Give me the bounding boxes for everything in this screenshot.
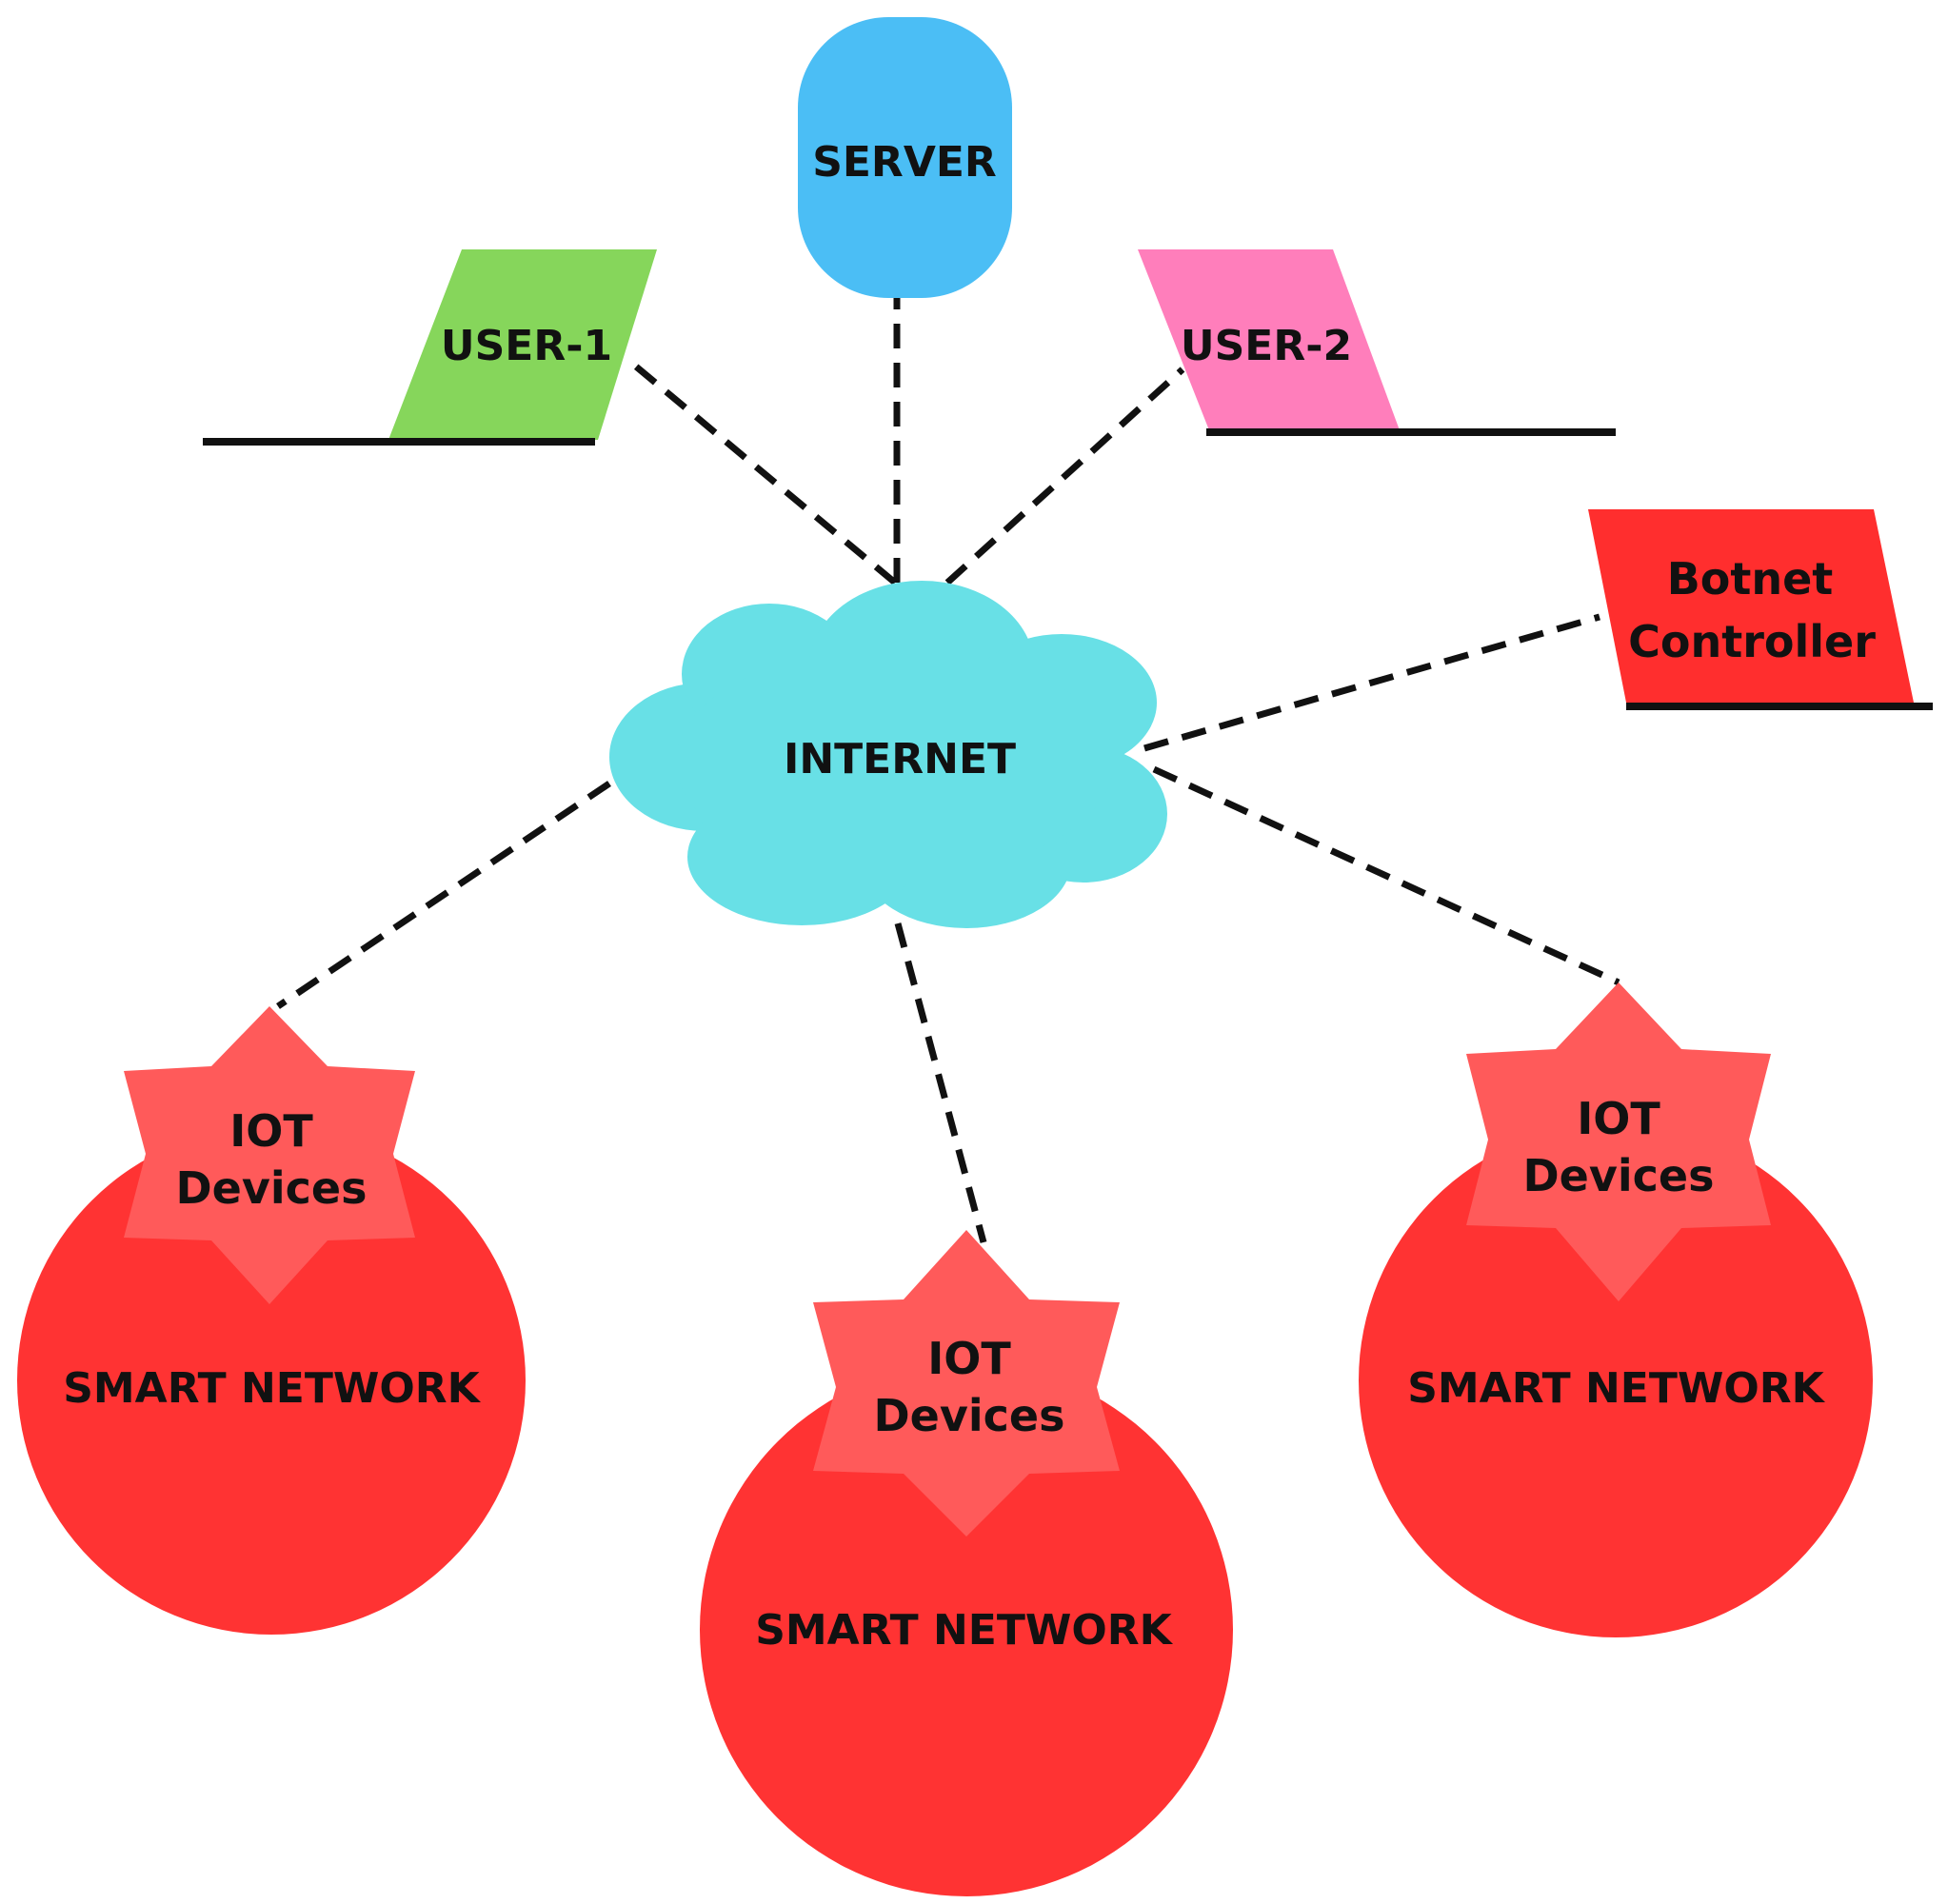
botnet-shape — [1588, 509, 1914, 703]
server-shape — [798, 17, 1012, 298]
link-internet-network-right — [1152, 765, 1620, 986]
network-circle — [17, 1126, 526, 1635]
user1-label: USER-1 — [441, 322, 612, 370]
user2-label: USER-2 — [1181, 322, 1352, 370]
link-internet-network-middle — [894, 922, 987, 1243]
iot-star-shape — [124, 1006, 415, 1304]
iot-label-line2: Devices — [1523, 1150, 1715, 1201]
iot-label-line1: IOT — [927, 1333, 1011, 1384]
links — [276, 297, 1620, 1243]
iot-star-shape — [813, 1230, 1120, 1537]
network-circle — [1359, 1123, 1873, 1637]
network-circle — [700, 1363, 1233, 1896]
iot-label-line1: IOT — [229, 1105, 313, 1157]
smart-network-label: SMART NETWORK — [63, 1364, 481, 1413]
smart-network-label: SMART NETWORK — [1407, 1364, 1825, 1413]
smart-network-label: SMART NETWORK — [755, 1606, 1173, 1655]
cloud-shape — [609, 581, 1167, 928]
link-internet-user2 — [944, 367, 1185, 585]
server-label: SERVER — [812, 138, 997, 187]
link-internet-botnet — [1143, 613, 1600, 752]
iot-label-line1: IOT — [1577, 1093, 1660, 1144]
internet-label: INTERNET — [784, 735, 1016, 783]
user2-shape — [1138, 249, 1400, 430]
server-node: SERVER — [798, 17, 1012, 298]
user1-node: USER-1 — [203, 249, 657, 446]
user2-node: USER-2 — [1138, 249, 1616, 436]
link-internet-user1 — [627, 359, 898, 585]
smart-network-left: IOT Devices SMART NETWORK — [17, 1006, 526, 1635]
iot-label-line2: Devices — [874, 1390, 1065, 1441]
smart-network-right: IOT Devices SMART NETWORK — [1359, 982, 1873, 1637]
internet-node: INTERNET — [609, 581, 1167, 928]
botnet-label-line1: Botnet — [1667, 553, 1834, 605]
smart-network-middle: IOT Devices SMART NETWORK — [700, 1230, 1233, 1896]
iot-star-shape — [1466, 982, 1771, 1301]
link-internet-network-left — [276, 781, 611, 1009]
botnet-controller-node: Botnet Controller — [1588, 509, 1933, 710]
iot-label-line2: Devices — [176, 1162, 368, 1214]
user1-shape — [388, 249, 657, 440]
botnet-label-line2: Controller — [1628, 616, 1876, 667]
